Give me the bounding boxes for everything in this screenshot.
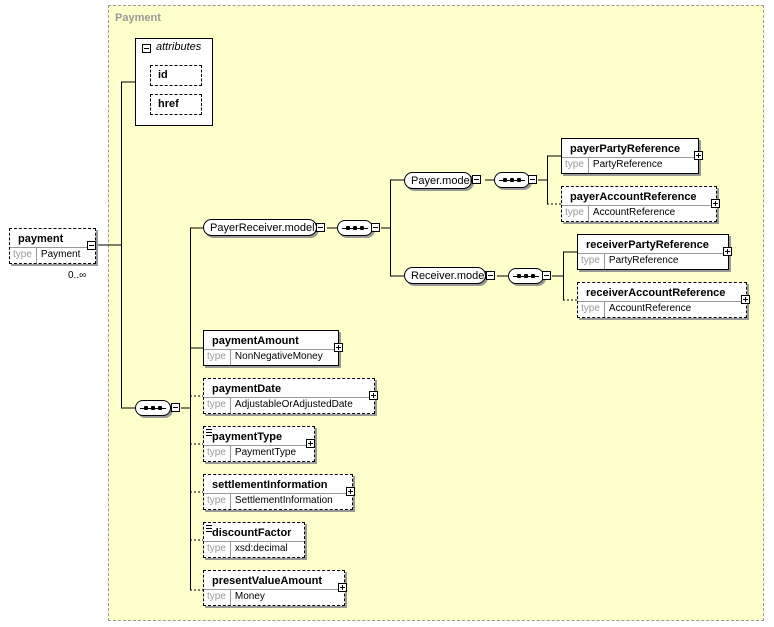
element-type-row: type PaymentType	[204, 445, 314, 461]
root-element-payment[interactable]: payment type Payment	[9, 228, 96, 264]
collapse-toggle-icon[interactable]	[528, 175, 537, 184]
expand-toggle-icon[interactable]	[741, 295, 750, 304]
collapse-toggle-icon[interactable]	[486, 271, 495, 280]
expand-toggle-icon[interactable]	[723, 247, 732, 256]
element-type-row: type PartyReference	[562, 157, 698, 173]
occurrence-label: 0..∞	[68, 270, 87, 281]
element-payer-party-reference[interactable]: payerPartyReference type PartyReference	[561, 138, 699, 174]
attribute-id[interactable]: id	[150, 65, 202, 86]
attributes-label: attributes	[156, 41, 202, 53]
collapse-toggle-icon[interactable]	[472, 175, 481, 184]
element-payment-date[interactable]: paymentDate type AdjustableOrAdjustedDat…	[203, 378, 375, 414]
element-type-row: type NonNegativeMoney	[204, 349, 338, 365]
element-receiver-party-reference[interactable]: receiverPartyReference type PartyReferen…	[577, 234, 729, 270]
attributes-group: attributes id href	[135, 38, 213, 126]
type-value: PartyReference	[608, 255, 679, 266]
type-value: SettlementInformation	[234, 495, 333, 506]
expand-toggle-icon[interactable]	[694, 151, 703, 160]
expand-toggle-icon[interactable]	[346, 487, 355, 496]
type-key: type	[204, 350, 231, 365]
element-name: paymentAmount	[212, 335, 299, 347]
type-value: Money	[234, 591, 265, 602]
payer-receiver-model-group[interactable]: PayerReceiver.model	[203, 219, 317, 236]
element-receiver-account-reference[interactable]: receiverAccountReference type AccountRef…	[577, 282, 747, 318]
collapse-toggle-icon[interactable]	[371, 223, 380, 232]
collapse-toggle-icon[interactable]	[316, 223, 325, 232]
type-key: type	[204, 590, 231, 605]
element-type-row: type Payment	[10, 247, 95, 263]
expand-toggle-icon[interactable]	[334, 343, 343, 352]
element-name: payment	[18, 233, 64, 245]
collapse-toggle-icon[interactable]	[142, 44, 151, 53]
receiver-model-group[interactable]: Receiver.model	[404, 267, 487, 284]
element-type-row: type Money	[204, 589, 344, 605]
element-type-row: type AccountReference	[578, 301, 746, 317]
documentation-icon	[206, 429, 212, 436]
attribute-href[interactable]: href	[150, 94, 202, 115]
element-settlement-information[interactable]: settlementInformation type SettlementInf…	[203, 474, 353, 510]
collapse-toggle-icon[interactable]	[542, 271, 551, 280]
type-key: type	[562, 206, 589, 221]
type-key: type	[578, 302, 605, 317]
expand-toggle-icon[interactable]	[711, 199, 720, 208]
expand-toggle-icon[interactable]	[369, 391, 378, 400]
element-name: receiverPartyReference	[586, 239, 709, 251]
element-type-row: type AccountReference	[562, 205, 716, 221]
expand-toggle-icon[interactable]	[306, 439, 315, 448]
type-key: type	[204, 494, 231, 509]
documentation-icon	[206, 525, 212, 532]
panel-title: Payment	[115, 12, 161, 24]
element-name: paymentDate	[212, 383, 282, 395]
type-key: type	[578, 254, 605, 269]
element-name: settlementInformation	[212, 479, 328, 491]
element-type-row: type PartyReference	[578, 253, 728, 269]
type-value: AccountReference	[592, 207, 676, 218]
type-key: type	[204, 446, 231, 461]
element-name: receiverAccountReference	[586, 287, 726, 299]
collapse-toggle-icon[interactable]	[87, 241, 96, 250]
type-value: NonNegativeMoney	[234, 351, 323, 362]
element-type-row: type AdjustableOrAdjustedDate	[204, 397, 374, 413]
element-name: payerPartyReference	[570, 143, 681, 155]
element-discount-factor[interactable]: discountFactor type xsd:decimal	[203, 522, 305, 558]
type-value: PartyReference	[592, 159, 663, 170]
element-payment-amount[interactable]: paymentAmount type NonNegativeMoney	[203, 330, 339, 366]
collapse-toggle-icon[interactable]	[171, 403, 180, 412]
type-value: AccountReference	[608, 303, 692, 314]
element-name: discountFactor	[212, 527, 292, 539]
expand-toggle-icon[interactable]	[338, 583, 347, 592]
sequence-compositor-icon	[494, 172, 530, 188]
type-value: PaymentType	[234, 447, 297, 458]
type-key: type	[204, 398, 231, 413]
type-key: type	[10, 248, 37, 263]
type-key: type	[204, 542, 231, 557]
element-type-row: type SettlementInformation	[204, 493, 352, 509]
element-payer-account-reference[interactable]: payerAccountReference type AccountRefere…	[561, 186, 717, 222]
element-name: paymentType	[212, 431, 283, 443]
sequence-compositor-icon	[337, 220, 373, 236]
sequence-compositor-icon	[508, 268, 544, 284]
element-type-row: type xsd:decimal	[204, 541, 304, 557]
element-payment-type[interactable]: paymentType type PaymentType	[203, 426, 315, 462]
type-value: Payment	[40, 249, 81, 260]
payer-model-group[interactable]: Payer.model	[404, 172, 472, 189]
element-name: presentValueAmount	[212, 575, 323, 587]
element-name: payerAccountReference	[570, 191, 697, 203]
type-value: xsd:decimal	[234, 543, 288, 554]
type-value: AdjustableOrAdjustedDate	[234, 399, 353, 410]
type-key: type	[562, 158, 589, 173]
element-present-value-amount[interactable]: presentValueAmount type Money	[203, 570, 345, 606]
sequence-compositor-icon	[135, 400, 171, 416]
